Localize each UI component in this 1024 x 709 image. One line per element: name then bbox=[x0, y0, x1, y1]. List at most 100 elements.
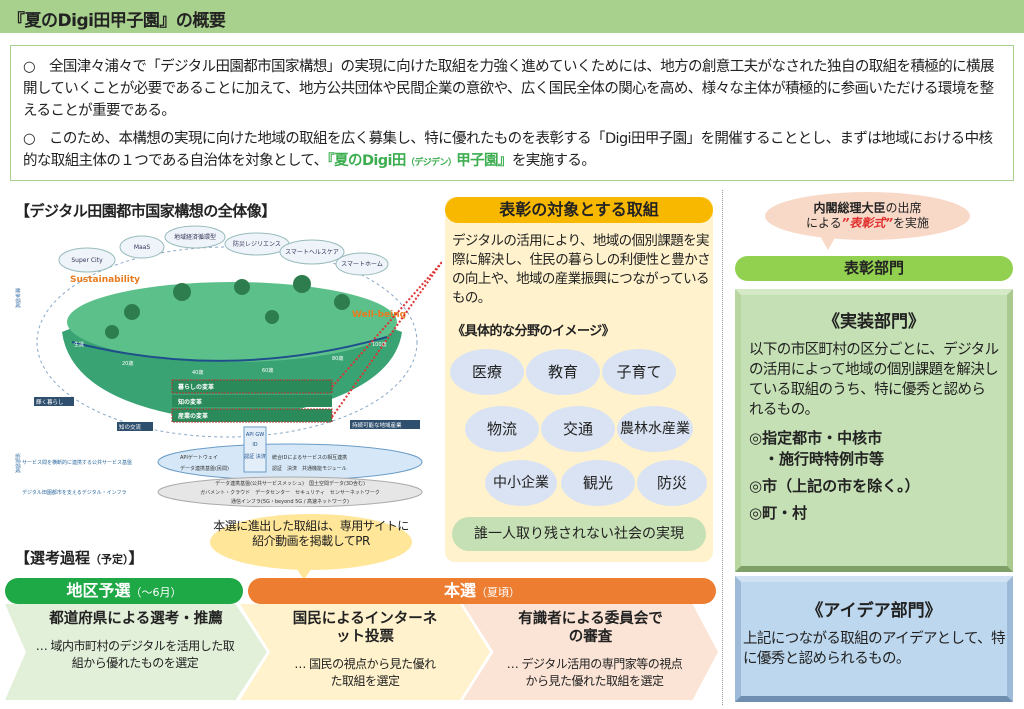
vision-title: 【デジタル田園都市国家構想の全体像】 bbox=[15, 202, 276, 220]
intro-box: ○ 全国津々浦々で「デジタル田園都市国家構想」の実現に向けた取組を力強く進めてい… bbox=[10, 45, 1014, 181]
sustainability-label: Sustainability bbox=[70, 275, 140, 285]
infra-label: ガバメント・クラウド データセンター セキュリティ センサーネットワーク bbox=[200, 489, 380, 496]
cloud: 地域経済循環型 bbox=[164, 225, 226, 249]
final-round-text: 本選 bbox=[443, 581, 476, 600]
api-column bbox=[243, 426, 267, 473]
regional-round-text: 地区予選 bbox=[66, 581, 131, 600]
side-label: 輝く暮らし bbox=[36, 398, 64, 406]
infra-layer bbox=[157, 476, 423, 507]
category-item: ◎町・村 bbox=[749, 504, 808, 522]
step-desc: … 域内市町村のデジタルを活用した取組から優れたものを選定 bbox=[35, 639, 235, 670]
age-label: 生誕 bbox=[74, 341, 84, 348]
platform-left-label: サービス間を横断的に連携する公共サービス基盤 bbox=[22, 459, 132, 466]
intro-text: ○ このため、本構想の実現に向けた地域の取組を広く募集し、特に優れたものを表彰す… bbox=[23, 131, 993, 169]
age-label: 60歳 bbox=[262, 367, 273, 374]
cloud: Super City bbox=[58, 247, 116, 273]
infra-label: 通信インフラ(5G・beyond 5G / 高速ネットワーク) bbox=[231, 498, 349, 505]
final-round-label: 本選（夏頃） bbox=[248, 578, 716, 604]
age-label: 20歳 bbox=[122, 360, 133, 367]
field-sme: 中小企業 bbox=[485, 460, 557, 506]
process-title-text: 】 bbox=[128, 549, 144, 567]
vision-illustration: Super City MaaS 地域経済循環型 防災レジリエンス スマートヘルス… bbox=[14, 225, 442, 507]
step-desc: … デジタル活用の専門家等の視点から見た優れた取組を選定 bbox=[506, 657, 683, 688]
process-title: 【選考過程（予定）】 bbox=[15, 547, 144, 568]
platform-layer bbox=[157, 443, 423, 481]
band-label: 産業の変革 bbox=[177, 412, 208, 420]
event-name-part: 『夏のDigi田 bbox=[327, 153, 407, 169]
ceremony-label: ”表彰式” bbox=[841, 216, 894, 230]
cloud-label: MaaS bbox=[134, 244, 151, 251]
outer-ring bbox=[36, 246, 418, 438]
step-heading: 有識者による委員会での審査 bbox=[518, 611, 663, 645]
process-title-text: 【選考過程 bbox=[15, 549, 91, 567]
event-ruby: （デジデン） bbox=[405, 158, 457, 168]
api-label: API GW bbox=[246, 432, 264, 438]
cloud: スマートホーム bbox=[335, 252, 389, 276]
side-label: 知の交流 bbox=[119, 423, 142, 431]
field-disaster: 防災 bbox=[637, 460, 707, 506]
bubble-text: の出席 bbox=[885, 201, 922, 215]
idea-desc: 上記につながる取組のアイデアとして、特に優秀と認められるもの。 bbox=[743, 631, 1006, 667]
cloud: MaaS bbox=[119, 235, 165, 259]
cloud-label: スマートヘルスケア bbox=[285, 249, 339, 256]
age-label: 40歳 bbox=[192, 369, 203, 376]
cloud-label: Super City bbox=[71, 257, 103, 264]
field-logistics: 物流 bbox=[465, 406, 539, 452]
cloud-label: 地域経済循環型 bbox=[174, 233, 216, 241]
step-heading: 国民によるインターネット投票 bbox=[292, 611, 438, 645]
process-step-prefecture: 都道府県による選考・推薦 … 域内市町村のデジタルを活用した取組から優れたものを選… bbox=[5, 604, 267, 700]
field-childcare: 子育て bbox=[602, 349, 676, 395]
step-desc: … 国民の視点から見た優れた取組を選定 bbox=[294, 657, 436, 688]
category-item: ◎指定都市・中核市 bbox=[749, 429, 883, 447]
divider bbox=[722, 190, 723, 705]
life-line bbox=[71, 336, 388, 362]
idea-category: 《アイデア部門》 上記につながる取組のアイデアとして、特に優秀と認められるもの。 bbox=[735, 576, 1013, 702]
pm-label: 内閣総理大臣 bbox=[813, 201, 886, 215]
fields-subtitle: 《具体的な分野のイメージ》 bbox=[452, 324, 615, 339]
cloud-label: 防災レジリエンス bbox=[233, 240, 281, 248]
implementation-title: 《実装部門》 bbox=[823, 312, 925, 332]
bubble-tail bbox=[820, 236, 836, 250]
inclusive-society-banner: 誰一人取り残されない社会の実現 bbox=[452, 517, 706, 551]
category-item: ◎市（上記の市を除く。） bbox=[749, 477, 920, 495]
award-section-title: 表彰部門 bbox=[735, 256, 1013, 281]
trees bbox=[105, 275, 350, 339]
cloud: 防災レジリエンス bbox=[224, 232, 290, 256]
ceremony-bubble: 内閣総理大臣の出席による”表彰式”を実施 bbox=[765, 192, 970, 240]
final-round-period: （夏頃） bbox=[476, 586, 520, 599]
field-tourism: 観光 bbox=[561, 460, 635, 506]
bubble-text: による bbox=[805, 216, 842, 230]
field-transport: 交通 bbox=[541, 406, 615, 452]
infra-label: データ連携基盤(公共サービスメッシュ) 国土空間データ(3D含む) bbox=[215, 480, 365, 487]
field-medical: 医療 bbox=[450, 349, 524, 395]
implementation-desc: 以下の市区町村の区分ごとに、デジタルの活用によって地域の個別課題を解決している取… bbox=[749, 342, 999, 418]
band-label: 暮らしの変革 bbox=[178, 383, 214, 391]
category-item: ・施行時特例市等 bbox=[749, 450, 885, 468]
cloud-label: スマートホーム bbox=[341, 261, 383, 268]
regional-round-period: （～6月） bbox=[130, 586, 182, 599]
process-step-public-vote: 国民によるインターネット投票 … 国民の視点から見た優れた取組を選定 bbox=[240, 604, 490, 700]
process-step-committee: 有識者による委員会での審査 … デジタル活用の専門家等の視点から見た優れた取組を選… bbox=[463, 604, 718, 700]
intro-text: を実施する。 bbox=[511, 153, 596, 169]
idea-title: 《アイデア部門》 bbox=[806, 601, 942, 621]
area-label: 協調領域 bbox=[14, 453, 21, 473]
implementation-category: 《実装部門》 以下の市区町村の区分ごとに、デジタルの活用によって地域の個別課題を… bbox=[735, 289, 1013, 572]
platform-label: APIゲートウェイ bbox=[180, 454, 218, 461]
regional-round-label: 地区予選（～6月） bbox=[5, 578, 243, 604]
wellbeing-label: Well-being bbox=[352, 310, 406, 320]
process-title-sub: （予定） bbox=[90, 553, 129, 566]
intro-paragraph-2: ○ このため、本構想の実現に向けた地域の取組を広く募集し、特に優れたものを表彰す… bbox=[23, 128, 1001, 174]
pr-bubble: 本選に進出した取組は、専用サイトに紹介動画を掲載してPR bbox=[210, 514, 412, 570]
side-label: 持続可能な地域産業 bbox=[352, 421, 402, 429]
target-title: 表彰の対象とする取組 bbox=[445, 197, 713, 223]
bubble-text: を実施 bbox=[893, 216, 930, 230]
area-label: 競争領域 bbox=[14, 288, 21, 308]
intro-paragraph-1: ○ 全国津々浦々で「デジタル田園都市国家構想」の実現に向けた取組を力強く進めてい… bbox=[23, 59, 994, 119]
event-name-part: 甲子園』 bbox=[456, 153, 512, 169]
field-agriculture: 農林水産業 bbox=[617, 406, 693, 452]
api-label: 認証 決済 bbox=[244, 453, 266, 460]
api-label: ID bbox=[252, 442, 257, 448]
step-heading: 都道府県による選考・推薦 bbox=[49, 611, 223, 627]
bubble-tail bbox=[295, 566, 313, 580]
field-education: 教育 bbox=[526, 349, 600, 395]
